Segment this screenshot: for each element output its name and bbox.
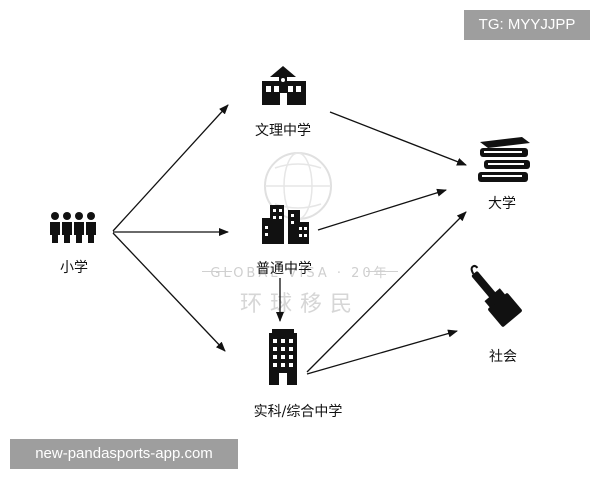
node-primary-label: 小学 [60, 260, 88, 276]
paintbrush-icon [470, 264, 522, 327]
students-icon [50, 212, 96, 243]
arrow-primary-to-liberal [112, 104, 229, 232]
site-url: new-pandasports-app.com [10, 439, 238, 469]
node-liberal-science-label: 文理中学 [255, 123, 311, 139]
arrow-vocational-to-society [306, 329, 458, 375]
arrow-general-to-university [317, 188, 447, 231]
city-buildings-icon [262, 205, 309, 244]
office-building-icon [269, 329, 297, 385]
arrow-primary-to-vocational [112, 232, 226, 352]
school-building-icon [262, 66, 306, 105]
telegram-tag: TG: MYYJJPP [464, 10, 590, 40]
arrow-liberal-to-university [329, 111, 467, 166]
arrow-vocational-to-university [306, 211, 467, 373]
node-society-label: 社会 [489, 349, 517, 365]
watermark-name: 环球移民 [239, 292, 361, 317]
node-university-label: 大学 [488, 196, 516, 212]
books-icon [478, 137, 530, 182]
node-vocational-label: 实科/综合中学 [253, 404, 343, 420]
watermark-rule-right [366, 271, 398, 272]
watermark-rule-left [202, 271, 232, 272]
watermark-years: GLOBAL VISA · 20年 [210, 266, 390, 281]
node-general-label: 普通中学 [256, 261, 312, 277]
